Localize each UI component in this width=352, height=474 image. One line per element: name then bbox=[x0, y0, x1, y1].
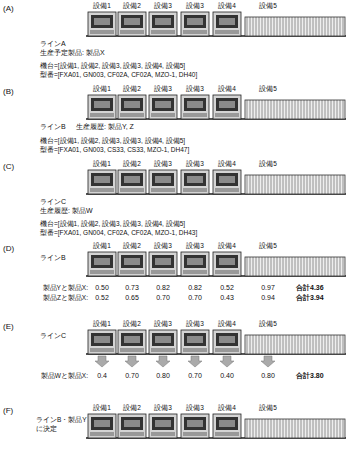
label-text: 設備3 bbox=[186, 160, 204, 168]
label-text: 型番=[FXA01, GN004, CF02A, CF02A, MZO-1, D… bbox=[40, 229, 197, 237]
label-text: 設備1 bbox=[93, 242, 111, 250]
label-text: 設備1 bbox=[93, 404, 111, 412]
label-text: 設備2 bbox=[123, 85, 141, 93]
label-text: ラインB・製品Y bbox=[36, 416, 87, 424]
label-text: 0.43 bbox=[220, 294, 234, 302]
label-text: 製品Wと製品X: bbox=[41, 372, 88, 380]
label-text: 設備3 bbox=[154, 404, 172, 412]
label-text: 0.97 bbox=[261, 284, 275, 292]
label-text: 0.73 bbox=[125, 284, 139, 292]
label-text: 機台=[設備1, 設備2, 設備3, 設備3, 設備4, 設備5] bbox=[40, 62, 185, 70]
label-text: 設備4 bbox=[218, 160, 236, 168]
label-text: 0.65 bbox=[125, 294, 139, 302]
label-text: 設備1 bbox=[93, 2, 111, 10]
label-text: ラインC bbox=[40, 198, 66, 206]
label-text: 設備3 bbox=[186, 404, 204, 412]
label-text: (A) bbox=[3, 4, 14, 14]
label-text: 設備2 bbox=[123, 242, 141, 250]
label-text: 設備5 bbox=[259, 320, 277, 328]
label-text: ラインC bbox=[40, 332, 66, 340]
label-text: 設備5 bbox=[259, 242, 277, 250]
label-text: 生産履歴: 製品Y, Z bbox=[76, 123, 134, 131]
label-text: 設備3 bbox=[186, 320, 204, 328]
label-text: 0.70 bbox=[156, 294, 170, 302]
label-text: ラインA bbox=[40, 40, 66, 48]
label-text: 設備4 bbox=[218, 242, 236, 250]
label-text: 0.80 bbox=[261, 372, 275, 380]
label-text: 設備5 bbox=[259, 2, 277, 10]
label-text: 0.70 bbox=[125, 372, 139, 380]
label-text: 0.82 bbox=[156, 284, 170, 292]
label-text: 設備3 bbox=[186, 242, 204, 250]
label-text: 設備1 bbox=[93, 320, 111, 328]
label-text: 合計3.94 bbox=[296, 294, 324, 302]
label-text: (B) bbox=[3, 87, 14, 97]
label-text: 型番=[FXA01, GN003, CS33, CS33, MZO-1, DH4… bbox=[40, 146, 189, 154]
label-text: 合計4.36 bbox=[296, 284, 324, 292]
label-text: 設備3 bbox=[154, 85, 172, 93]
label-text: 設備5 bbox=[259, 404, 277, 412]
label-text: (F) bbox=[3, 406, 13, 416]
label-text: 0.50 bbox=[95, 284, 109, 292]
label-text: 0.52 bbox=[95, 294, 109, 302]
label-text: 設備4 bbox=[218, 404, 236, 412]
label-text: 設備4 bbox=[218, 320, 236, 328]
label-text: 設備3 bbox=[186, 85, 204, 93]
label-text: 設備3 bbox=[154, 2, 172, 10]
label-text: 0.82 bbox=[188, 284, 202, 292]
label-text: ラインB bbox=[40, 123, 66, 131]
label-text: 設備5 bbox=[259, 85, 277, 93]
label-text: 機台=[設備1, 設備2, 設備3, 設備3, 設備4, 設備5] bbox=[40, 220, 185, 228]
label-text: 設備2 bbox=[123, 404, 141, 412]
label-text: 設備1 bbox=[93, 160, 111, 168]
label-text: 設備3 bbox=[154, 320, 172, 328]
label-text: 合計3.80 bbox=[296, 372, 324, 380]
label-text: 設備1 bbox=[93, 85, 111, 93]
label-text: 設備4 bbox=[218, 85, 236, 93]
label-text: 設備3 bbox=[154, 242, 172, 250]
label-text: 0.94 bbox=[261, 294, 275, 302]
label-text: 設備5 bbox=[259, 160, 277, 168]
label-text: (C) bbox=[3, 162, 14, 172]
label-text: 0.70 bbox=[188, 294, 202, 302]
label-text: 0.70 bbox=[188, 372, 202, 380]
label-text: ラインB bbox=[40, 254, 66, 262]
label-text: 生産予定製品: 製品X bbox=[40, 49, 105, 57]
label-text: 生産履歴: 製品W bbox=[40, 207, 93, 215]
label-text: (D) bbox=[3, 244, 14, 254]
label-text: 設備2 bbox=[123, 160, 141, 168]
label-text: 製品Yと製品X: bbox=[43, 284, 88, 292]
label-text: 設備2 bbox=[123, 320, 141, 328]
label-text: 設備2 bbox=[123, 2, 141, 10]
label-text: 設備3 bbox=[186, 2, 204, 10]
label-text: 設備3 bbox=[154, 160, 172, 168]
label-text: に決定 bbox=[36, 425, 57, 433]
label-text: 型番=[FXA01, GN003, CF02A, CF02A, MZO-1, D… bbox=[40, 71, 197, 79]
label-text: (E) bbox=[3, 322, 14, 332]
label-text: 0.4 bbox=[97, 372, 107, 380]
label-text: 製品Zと製品X: bbox=[43, 294, 88, 302]
label-text: 0.80 bbox=[156, 372, 170, 380]
label-text: 機台=[設備1, 設備2, 設備3, 設備3, 設備4, 設備5] bbox=[40, 137, 185, 145]
label-text: 0.40 bbox=[220, 372, 234, 380]
label-text: 設備4 bbox=[218, 2, 236, 10]
label-text: 0.52 bbox=[220, 284, 234, 292]
